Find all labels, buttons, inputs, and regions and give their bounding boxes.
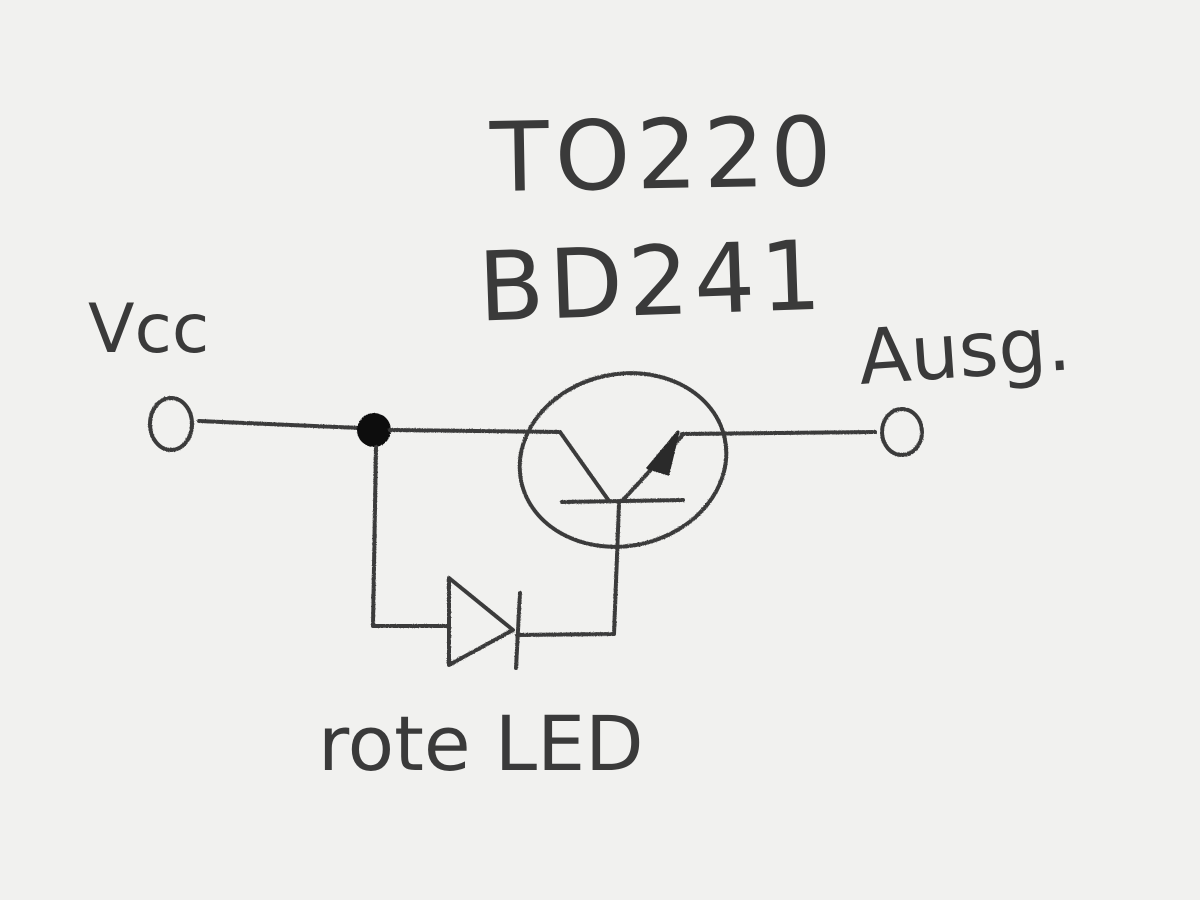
output-terminal xyxy=(880,407,924,457)
junction-dot xyxy=(357,413,391,447)
wire-base-to-led xyxy=(515,502,621,637)
input-terminal xyxy=(148,396,194,452)
led-label: rote LED xyxy=(318,699,644,788)
wire-emitter-to-output xyxy=(680,430,877,436)
output-label: Ausg. xyxy=(856,298,1074,402)
package-label: TO220 xyxy=(488,96,838,214)
transistor-collector xyxy=(558,430,611,503)
led-cathode-bar xyxy=(514,591,522,670)
emitter-arrow xyxy=(646,430,680,476)
led-symbol xyxy=(447,576,515,667)
wire-input-to-junction xyxy=(197,419,362,430)
wire-junction-to-led xyxy=(371,445,451,628)
input-label: Vcc xyxy=(88,290,209,369)
wire-junction-to-collector xyxy=(388,428,562,434)
transistor-label: BD241 xyxy=(476,220,828,344)
transistor-body xyxy=(517,371,729,549)
